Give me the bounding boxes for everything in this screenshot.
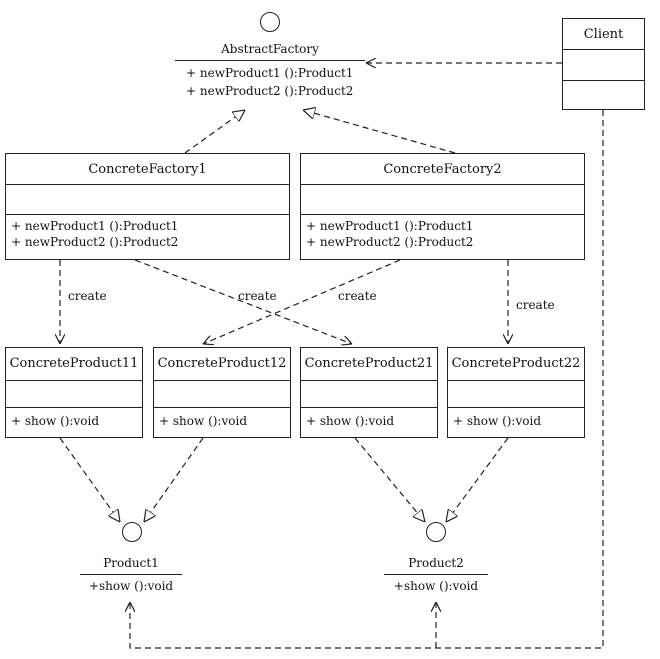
concreteproduct22-method: + show ():void	[453, 414, 541, 428]
concreteproduct11-class[interactable]: ConcreteProduct11 + show ():void	[5, 347, 143, 438]
concreteproduct21-methods-section	[301, 407, 437, 408]
abstractfactory-name: AbstractFactory	[221, 42, 319, 56]
concretefactory2-class[interactable]: ConcreteFactory2 + newProduct1 ():Produc…	[300, 153, 585, 260]
concreteproduct22-methods-section	[448, 407, 584, 408]
client-name: Client	[583, 27, 624, 42]
abstractfactory-method-1: + newProduct1 ():Product1	[186, 66, 354, 80]
concreteproduct12-class[interactable]: ConcreteProduct12 + show ():void	[153, 347, 291, 438]
create-label-2: create	[238, 289, 277, 303]
abstractfactory-interface-icon	[260, 12, 280, 32]
create-label-4: create	[516, 298, 555, 312]
product1-name: Product1	[103, 556, 159, 570]
realization-factory1-to-abstractfactory	[184, 110, 245, 154]
dependency-client-to-products	[130, 110, 604, 649]
concreteproduct12-methods-section	[154, 407, 290, 408]
product1-interface-icon	[122, 522, 142, 542]
create-factory1-product21	[134, 259, 352, 344]
product2-rule	[384, 574, 488, 575]
concreteproduct11-methods-section	[6, 407, 142, 408]
product1-method: +show ():void	[88, 579, 174, 593]
realization-factory2-to-abstractfactory	[303, 110, 456, 154]
create-label-3: create	[338, 289, 377, 303]
client-methods-section	[563, 80, 644, 81]
concreteproduct22-class[interactable]: ConcreteProduct22 + show ():void	[447, 347, 585, 438]
concreteproduct22-attributes-section	[448, 380, 584, 381]
concreteproduct21-name: ConcreteProduct21	[304, 356, 434, 371]
concreteproduct22-name: ConcreteProduct22	[451, 356, 581, 371]
product2-interface-icon	[426, 522, 446, 542]
realization-product11-to-product1	[59, 437, 120, 522]
concretefactory1-method-2: + newProduct2 ():Product2	[11, 235, 179, 249]
create-factory2-product12	[203, 259, 401, 344]
abstractfactory-method-2: + newProduct2 ():Product2	[186, 84, 354, 98]
concreteproduct12-attributes-section	[154, 380, 290, 381]
concreteproduct21-method: + show ():void	[306, 414, 394, 428]
concretefactory1-name: ConcreteFactory1	[88, 162, 207, 177]
realization-product22-to-product2	[446, 437, 509, 522]
abstractfactory-rule	[175, 60, 365, 61]
concretefactory1-method-1: + newProduct1 ():Product1	[11, 219, 179, 233]
product2-name: Product2	[408, 556, 464, 570]
realization-product21-to-product2	[354, 437, 425, 522]
create-label-1: create	[68, 289, 107, 303]
concreteproduct21-attributes-section	[301, 380, 437, 381]
concreteproduct11-attributes-section	[6, 380, 142, 381]
concretefactory2-methods-section	[301, 214, 584, 215]
client-class[interactable]: Client	[562, 18, 645, 110]
concretefactory2-name: ConcreteFactory2	[383, 162, 502, 177]
concreteproduct21-class[interactable]: ConcreteProduct21 + show ():void	[300, 347, 438, 438]
concreteproduct12-name: ConcreteProduct12	[157, 356, 287, 371]
realization-product12-to-product1	[144, 437, 204, 522]
concretefactory2-method-2: + newProduct2 ():Product2	[306, 235, 474, 249]
concreteproduct12-method: + show ():void	[159, 414, 247, 428]
concretefactory1-attributes-section	[6, 184, 289, 185]
concretefactory1-methods-section	[6, 214, 289, 215]
concreteproduct11-method: + show ():void	[11, 414, 99, 428]
product1-rule	[80, 574, 182, 575]
client-attributes-section	[563, 49, 644, 50]
product2-method: +show ():void	[393, 579, 479, 593]
concretefactory1-class[interactable]: ConcreteFactory1 + newProduct1 ():Produc…	[5, 153, 290, 260]
concretefactory2-attributes-section	[301, 184, 584, 185]
concretefactory2-method-1: + newProduct1 ():Product1	[306, 219, 474, 233]
concreteproduct11-name: ConcreteProduct11	[9, 356, 139, 371]
